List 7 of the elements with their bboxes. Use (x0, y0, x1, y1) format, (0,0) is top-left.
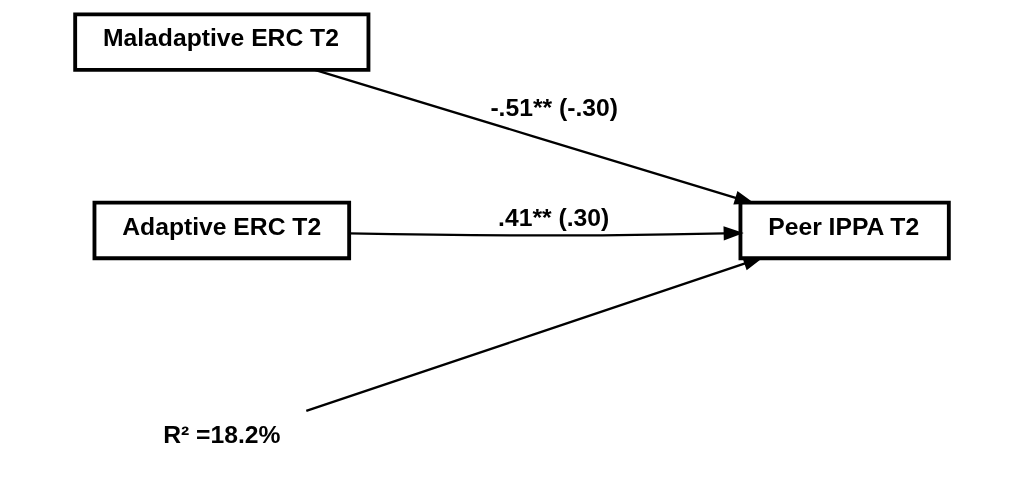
node-text: R² =18.2% (163, 421, 281, 449)
node-box: Maladaptive ERC T2 (73, 12, 371, 72)
node-box: Peer IPPA T2 (738, 200, 951, 261)
edge-label: .41** (.30) (498, 203, 610, 231)
arrow (349, 226, 744, 241)
edge-label: -.51** (-.30) (490, 93, 618, 121)
node-box: Adaptive ERC T2 (92, 200, 352, 261)
